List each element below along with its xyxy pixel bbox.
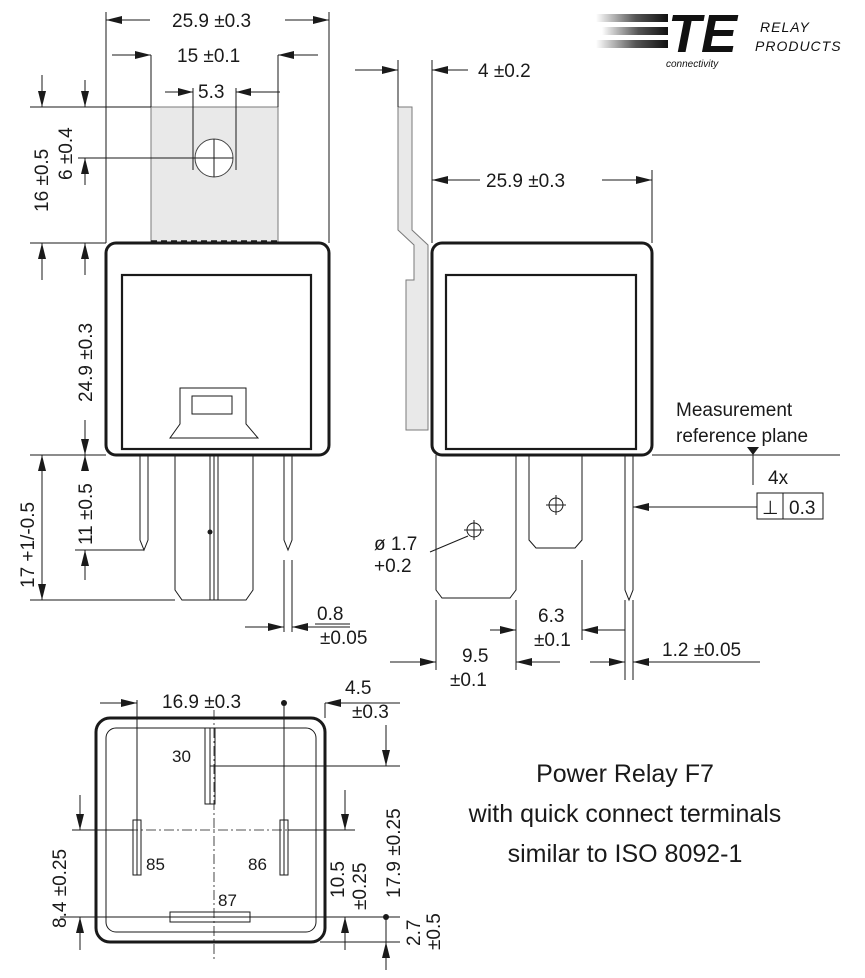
dim-edge-a: 4.5 — [345, 678, 371, 699]
hole-dia-a: ø 1.7 — [374, 534, 417, 555]
description-line-3: similar to ISO 8092-1 — [508, 840, 743, 868]
dim-thickness-b: ±0.05 — [320, 628, 367, 649]
label-measurement: Measurement — [676, 400, 793, 421]
dim-hole-height: 6 ±0.4 — [56, 127, 77, 180]
logo-products: PRODUCTS — [755, 38, 842, 54]
dim-2-7-a: 2.7 — [404, 920, 425, 946]
dim-bracket-thickness: 4 ±0.2 — [478, 61, 531, 82]
perpendicular-value: 0.3 — [789, 498, 815, 519]
description-line-2: with quick connect terminals — [468, 800, 782, 828]
dim-width-a: 6.3 — [538, 606, 564, 627]
label-reference-plane: reference plane — [676, 426, 808, 447]
dim-width-overall: 25.9 ±0.3 — [172, 11, 251, 32]
pin-label-85: 85 — [146, 855, 165, 874]
product-description: Power Relay F7 with quick connect termin… — [468, 760, 782, 868]
dim-width-b: ±0.1 — [534, 630, 571, 651]
dim-depth: 25.9 ±0.3 — [486, 171, 565, 192]
pin-label-87: 87 — [218, 891, 237, 910]
dim-bracket-width: 15 ±0.1 — [177, 46, 240, 67]
pin-label-30: 30 — [172, 747, 191, 766]
dim-thickness-a: 0.8 — [317, 604, 343, 625]
dim-bracket-height: 16 ±0.5 — [32, 149, 53, 212]
dim-8-4: 8.4 ±0.25 — [50, 849, 71, 928]
pin-label-86: 86 — [248, 855, 267, 874]
dim-10-5-a: 10.5 — [328, 861, 349, 898]
logo-mark: TE — [668, 4, 739, 64]
description-line-1: Power Relay F7 — [536, 760, 714, 788]
side-view: 4 ±0.2 25.9 ±0.3 Measurement reference p… — [355, 60, 840, 691]
dim-hole-offset: 5.3 — [198, 82, 224, 103]
dim-terminal-length: 17 +1/-0.5 — [18, 502, 39, 588]
perpendicular-symbol: ⊥ — [762, 498, 779, 519]
dim-pitch-b: ±0.1 — [450, 670, 487, 691]
dim-edge-b: ±0.3 — [352, 702, 389, 723]
dim-10-5-b: ±0.25 — [350, 863, 371, 910]
logo-tagline: connectivity — [666, 59, 719, 70]
dim-2-7-b: ±0.5 — [424, 913, 445, 950]
hole-dia-b: +0.2 — [374, 556, 412, 577]
logo-relay: RELAY — [760, 19, 811, 35]
dim-pin-spacing: 16.9 ±0.3 — [162, 692, 241, 713]
dim-terminal-length-2: 11 ±0.5 — [76, 483, 97, 545]
dim-17-9: 17.9 ±0.25 — [384, 808, 405, 898]
bottom-view: 16.9 ±0.3 4.5 ±0.3 30 85 86 87 8.4 ±0.25… — [50, 678, 445, 970]
front-view: 25.9 ±0.3 15 ±0.1 5.3 16 ±0.5 6 ±0.4 24.… — [18, 11, 367, 649]
dim-pin-thickness: 1.2 ±0.05 — [662, 640, 741, 661]
dim-body-height: 24.9 ±0.3 — [76, 323, 97, 402]
te-logo: TE connectivity RELAY PRODUCTS — [596, 4, 842, 70]
dim-pitch-a: 9.5 — [462, 646, 488, 667]
tolerance-count: 4x — [768, 468, 789, 489]
